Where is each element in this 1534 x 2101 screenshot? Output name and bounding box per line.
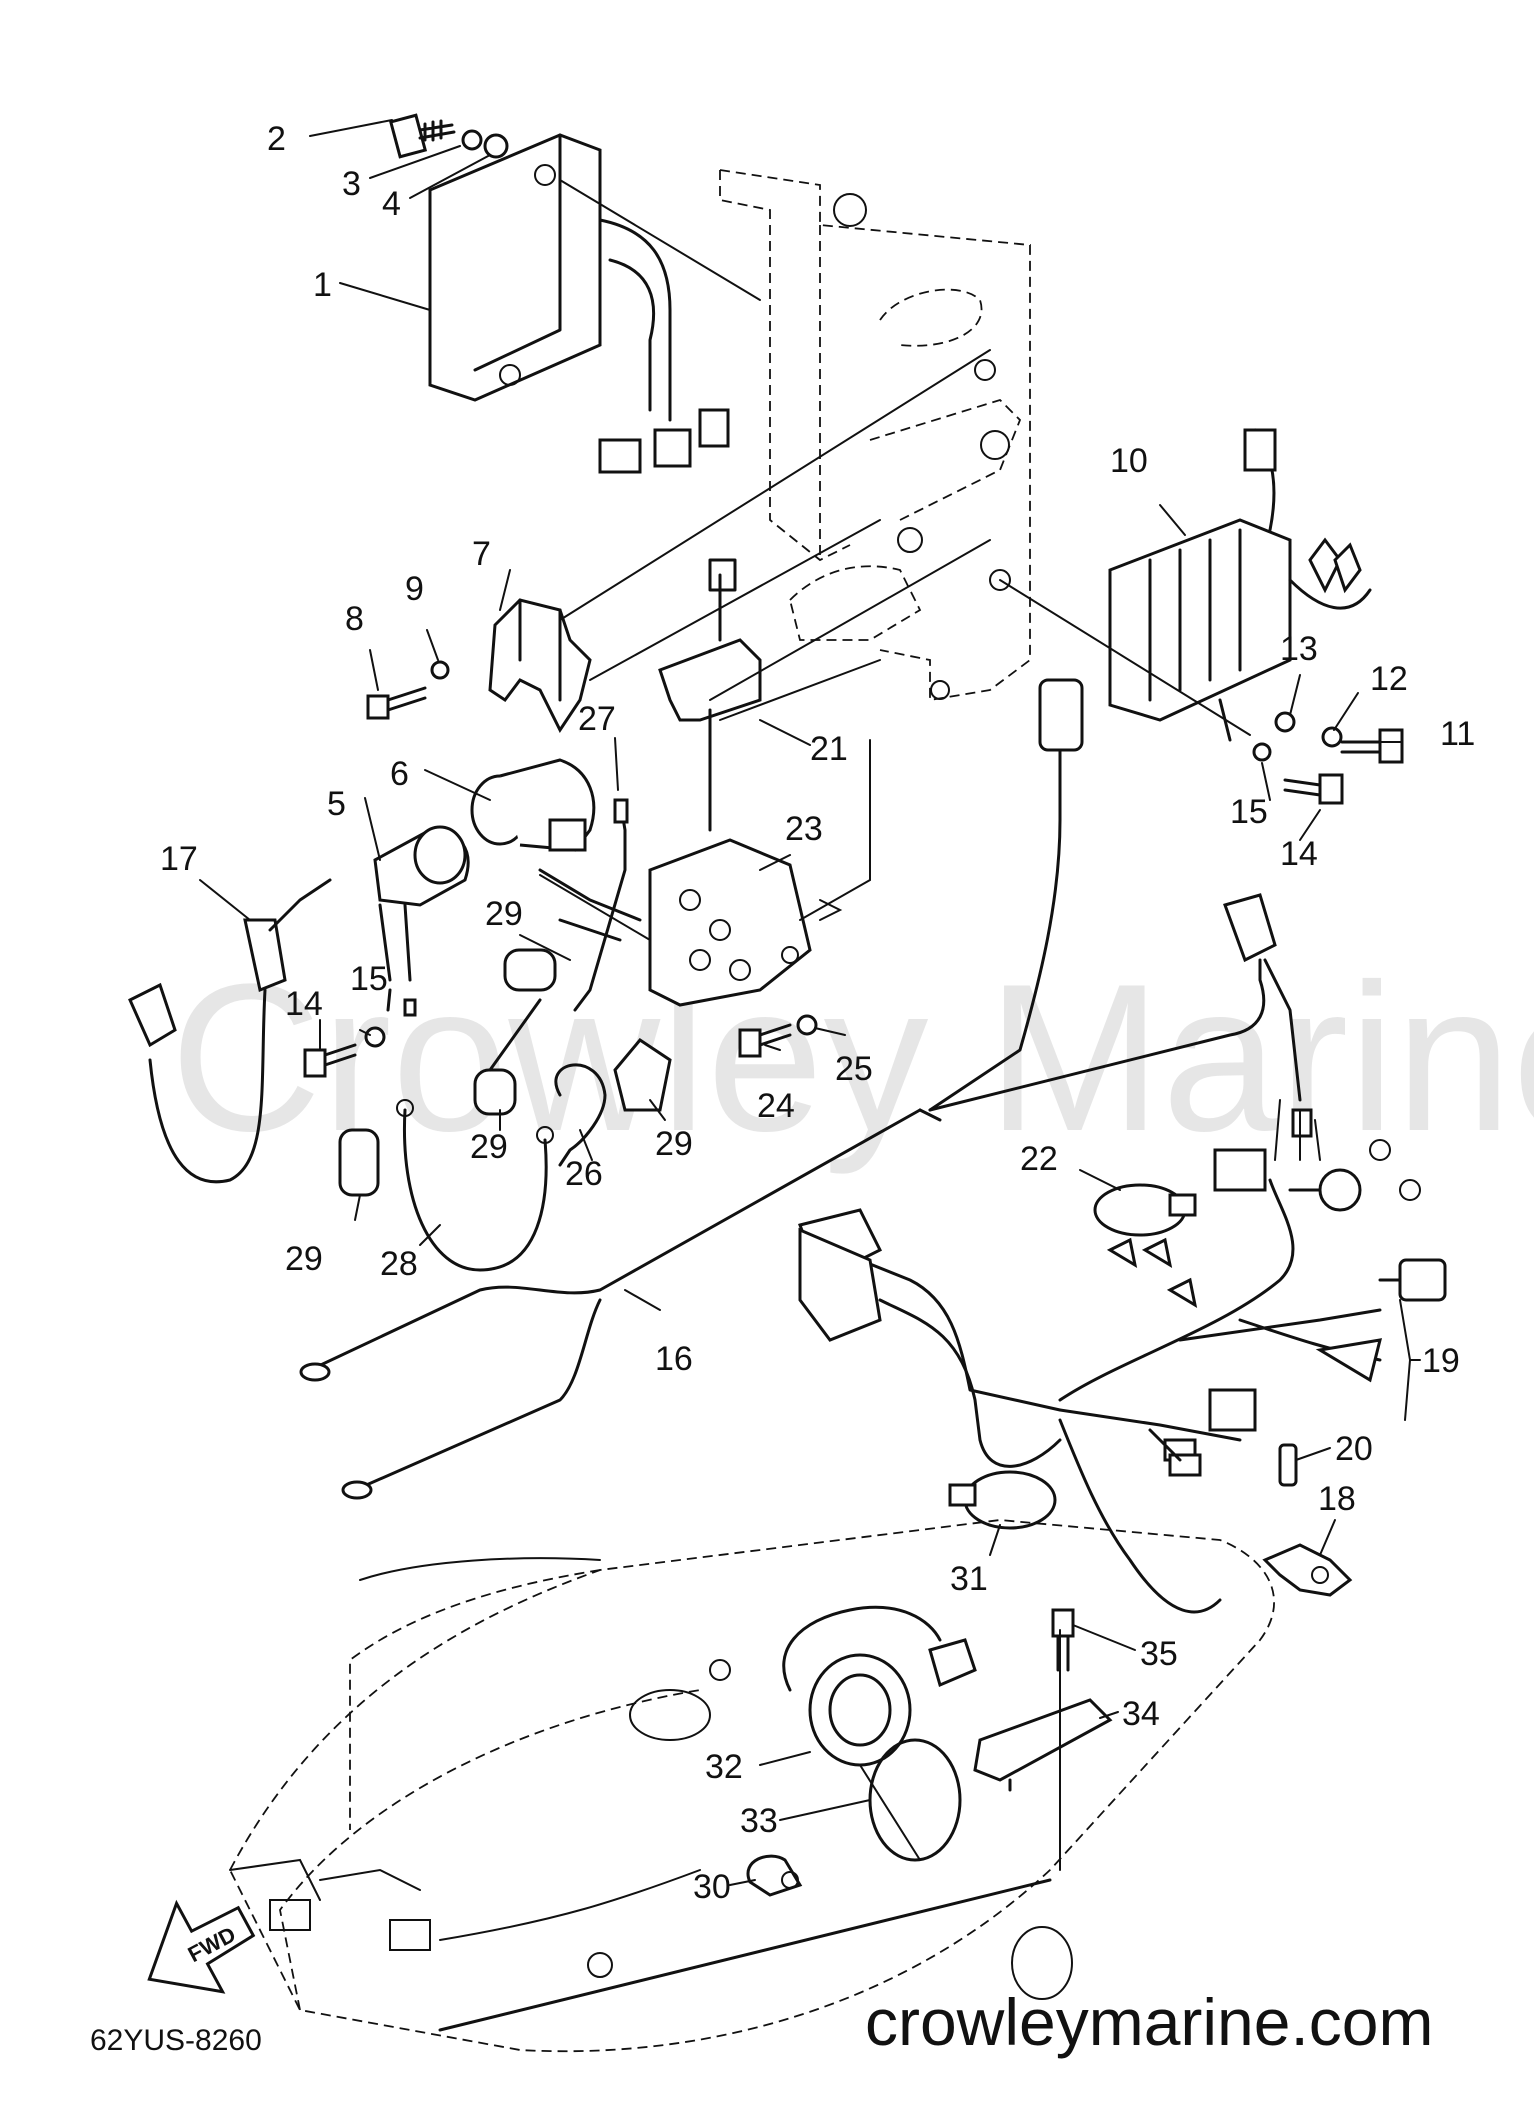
rectifier-regulator <box>1108 428 1372 742</box>
callout-4: 4 <box>382 185 401 223</box>
cable-28 <box>396 1099 554 1272</box>
bolt-14-right <box>1283 773 1344 805</box>
callout-26: 26 <box>565 1155 603 1193</box>
callout-labels: 2 3 4 1 7 9 8 10 13 12 11 15 14 21 27 6 … <box>160 120 1475 1906</box>
callout-12: 12 <box>1370 660 1408 698</box>
callout-33: 33 <box>740 1802 778 1840</box>
washer-25 <box>796 1014 818 1036</box>
clip-21 <box>658 558 762 832</box>
fwd-arrow: FWD <box>147 1899 256 1994</box>
callout-29b: 29 <box>470 1128 508 1166</box>
washer-13 <box>1274 711 1296 733</box>
callout-23: 23 <box>785 810 823 848</box>
diagram-code: 62YUS-8260 <box>90 2024 262 2057</box>
small-clip <box>928 1638 977 1688</box>
engine-bracket <box>719 169 1031 702</box>
callout-29c: 29 <box>655 1125 693 1163</box>
washer-3 <box>461 129 483 151</box>
band-31 <box>948 1470 1057 1530</box>
callout-6: 6 <box>390 755 409 793</box>
callout-8: 8 <box>345 600 364 638</box>
cdi-unit <box>428 133 761 474</box>
clip-30 <box>746 1854 803 1897</box>
bracket-7 <box>488 598 592 733</box>
callout-25: 25 <box>835 1050 873 1088</box>
cap-29d <box>338 1128 380 1197</box>
callout-31: 31 <box>950 1560 988 1598</box>
callout-11: 11 <box>1440 715 1475 753</box>
callout-16: 16 <box>655 1340 693 1378</box>
o-ring-33 <box>868 1738 962 1862</box>
callout-18: 18 <box>1318 1480 1356 1518</box>
washer-12 <box>1321 726 1343 748</box>
site-url: crowleymarine.com <box>865 1985 1433 2059</box>
cap-29a <box>503 948 557 992</box>
callout-14-left: 14 <box>285 985 323 1023</box>
bolt-2 <box>388 113 456 159</box>
callout-34: 34 <box>1122 1695 1160 1733</box>
bottom-cowling <box>228 1519 1275 2053</box>
washer-9 <box>430 660 450 680</box>
callout-22: 22 <box>1020 1140 1058 1178</box>
leader-lines <box>199 119 1421 1886</box>
callout-35: 35 <box>1140 1635 1178 1673</box>
band-22 <box>1093 1183 1197 1237</box>
callout-21: 21 <box>810 730 848 768</box>
bolt-14-left <box>303 1043 357 1078</box>
callout-2: 2 <box>267 120 286 158</box>
callout-15-right: 15 <box>1230 793 1268 831</box>
grommet-32 <box>782 1605 942 1767</box>
callout-32: 32 <box>705 1748 743 1786</box>
callout-17: 17 <box>160 840 198 878</box>
plate-34 <box>973 1698 1113 1792</box>
callout-1: 1 <box>313 266 332 304</box>
callout-3: 3 <box>342 165 361 203</box>
callout-5: 5 <box>327 785 346 823</box>
callout-24: 24 <box>757 1087 795 1125</box>
clip-18 <box>1262 1543 1353 1597</box>
callout-14-right: 14 <box>1280 835 1318 873</box>
cable-to-harness <box>928 678 1313 1138</box>
callout-7: 7 <box>472 535 491 573</box>
callout-9: 9 <box>405 570 424 608</box>
terminal-block-23 <box>538 838 812 1007</box>
callout-30: 30 <box>693 1868 731 1906</box>
callout-13: 13 <box>1280 630 1318 668</box>
callout-20: 20 <box>1335 1430 1373 1468</box>
relay-holder-6 <box>470 758 596 852</box>
callout-29d: 29 <box>285 1240 323 1278</box>
cap-29b <box>473 998 542 1116</box>
washer-15-right <box>1252 742 1272 762</box>
callout-15-left: 15 <box>350 960 388 998</box>
battery-cable-16 <box>299 1108 942 1500</box>
callout-27: 27 <box>578 700 616 738</box>
bolt-35 <box>1051 1608 1075 1672</box>
callout-19: 19 <box>1422 1342 1460 1380</box>
lead-27 <box>573 798 629 1012</box>
washer-15-left <box>364 1026 386 1048</box>
guide-lines <box>539 349 1251 1871</box>
fuse-20 <box>1278 1443 1298 1487</box>
washer-4 <box>483 133 509 159</box>
harness-plug <box>798 1227 1062 1468</box>
cap-29c <box>613 1038 672 1112</box>
battery-cable-17 <box>128 878 332 1184</box>
wiring-harness-19 <box>798 1099 1447 1614</box>
starter-relay-5 <box>373 825 470 1017</box>
callout-29a: 29 <box>485 895 523 933</box>
callout-28: 28 <box>380 1245 418 1283</box>
bolt-24 <box>738 1023 792 1058</box>
bolt-8 <box>366 686 427 720</box>
bolt-11 <box>1340 728 1404 764</box>
callout-10: 10 <box>1110 442 1148 480</box>
